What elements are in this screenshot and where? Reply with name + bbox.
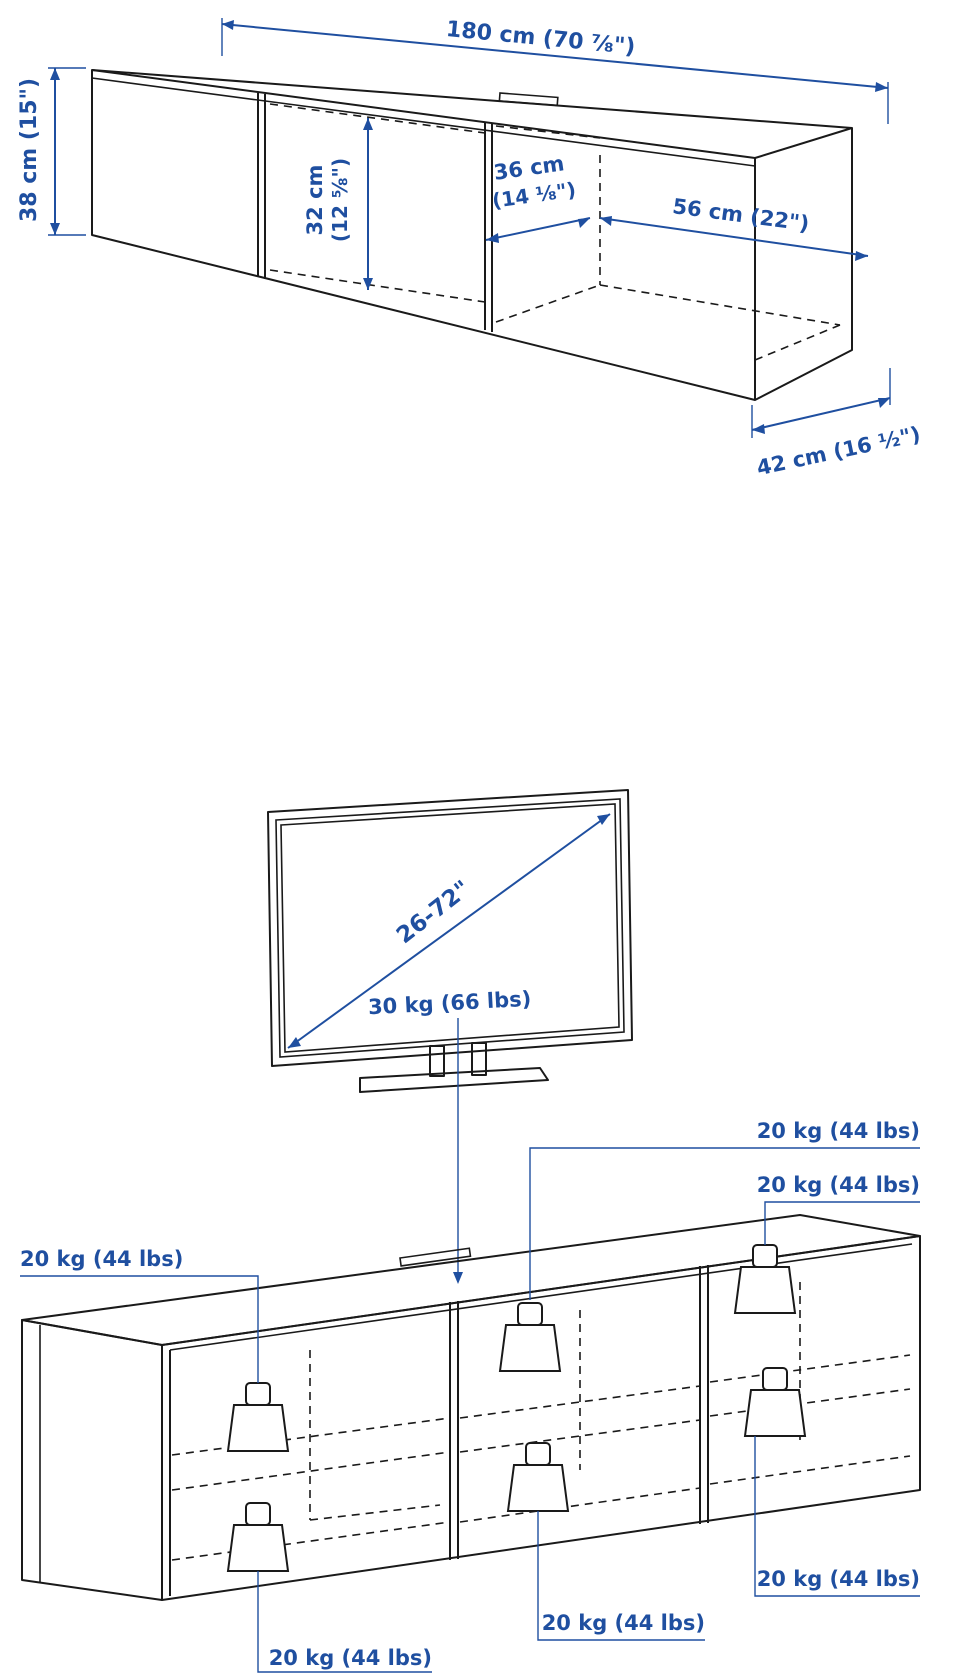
bench-illustration	[21, 1214, 921, 1601]
weight-icon	[226, 1502, 290, 1572]
load-label-bottom-right: 20 kg (44 lbs)	[757, 1567, 920, 1591]
load-capacity-drawing: 26-72" 30 kg (66 lbs)	[20, 789, 921, 1673]
inner-height-cm-label: 32 cm	[303, 165, 327, 236]
weight-icon	[743, 1367, 807, 1437]
open-width-label: 56 cm (22")	[671, 194, 811, 236]
weight-icon	[226, 1382, 290, 1452]
load-label-bottom-left: 20 kg (44 lbs)	[269, 1646, 432, 1670]
load-label-top-center: 20 kg (44 lbs)	[757, 1119, 920, 1143]
load-label-top-left: 20 kg (44 lbs)	[20, 1247, 183, 1271]
inner-height-in-label: (12 ⅝")	[328, 158, 352, 242]
height-label: 38 cm (15")	[17, 78, 42, 222]
tv-size-label: 26-72"	[392, 876, 475, 949]
weight-icon	[506, 1442, 570, 1512]
width-label: 180 cm (70 ⅞")	[445, 17, 636, 60]
load-label-bottom-center: 20 kg (44 lbs)	[542, 1611, 705, 1635]
depth-label: 42 cm (16 ½")	[755, 422, 923, 480]
weight-icon	[498, 1302, 562, 1372]
bench-dimension-drawing: 180 cm (70 ⅞") 38 cm (15") 32 cm (12 ⅝")…	[17, 17, 923, 480]
tv-illustration: 26-72" 30 kg (66 lbs)	[267, 789, 633, 1284]
load-label-top-right: 20 kg (44 lbs)	[757, 1173, 920, 1197]
tv-weight-label: 30 kg (66 lbs)	[367, 987, 531, 1020]
